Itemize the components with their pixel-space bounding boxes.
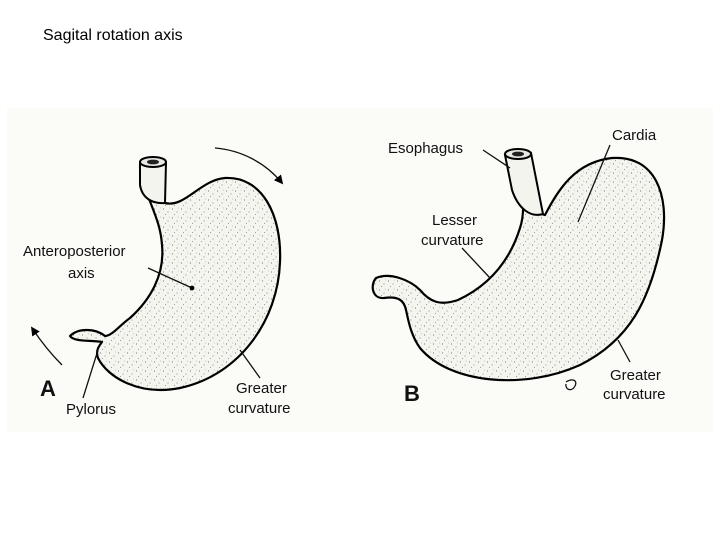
label-greater-a-1: Greater — [236, 380, 287, 397]
slide-title: Sagital rotation axis — [43, 27, 183, 44]
rotation-arrow-icon — [214, 147, 284, 185]
panel-b-letter: B — [404, 381, 420, 406]
label-greater-a-2: curvature — [228, 400, 291, 417]
greater-curvature-a-leader — [239, 349, 261, 379]
panel-a: Anteroposterior axis Pylorus Greater cur… — [23, 147, 291, 418]
greater-curvature-b-leader — [617, 339, 631, 363]
label-esophagus: Esophagus — [388, 140, 463, 157]
panel-b: Esophagus Cardia Lesser curvature Greate… — [371, 127, 666, 406]
label-greater-b-1: Greater — [610, 367, 661, 384]
rotation-arrow-icon — [30, 326, 63, 366]
stomach-a-outline — [68, 163, 282, 391]
label-anteroposterior: Anteroposterior — [23, 243, 126, 260]
panel-a-letter: A — [40, 376, 56, 401]
esophagus-b — [503, 151, 545, 216]
label-lesser: Lesser — [432, 212, 477, 229]
stomach-b-outline — [371, 156, 666, 382]
esophagus-b-lumen — [512, 151, 524, 157]
cardia-leader — [577, 144, 611, 223]
esophagus-a — [139, 161, 168, 205]
axis-point — [189, 285, 195, 291]
label-pylorus: Pylorus — [66, 401, 116, 418]
label-lesser-curvature: curvature — [421, 232, 484, 249]
label-cardia: Cardia — [612, 127, 657, 144]
esophagus-a-lumen — [147, 159, 159, 165]
axis-leader — [147, 267, 193, 289]
pylorus-leader — [82, 349, 99, 399]
lesser-curvature-leader — [461, 247, 491, 279]
artist-mark — [565, 379, 577, 391]
esophagus-leader — [482, 149, 511, 169]
label-greater-b-2: curvature — [603, 386, 666, 403]
label-axis: axis — [68, 265, 95, 282]
